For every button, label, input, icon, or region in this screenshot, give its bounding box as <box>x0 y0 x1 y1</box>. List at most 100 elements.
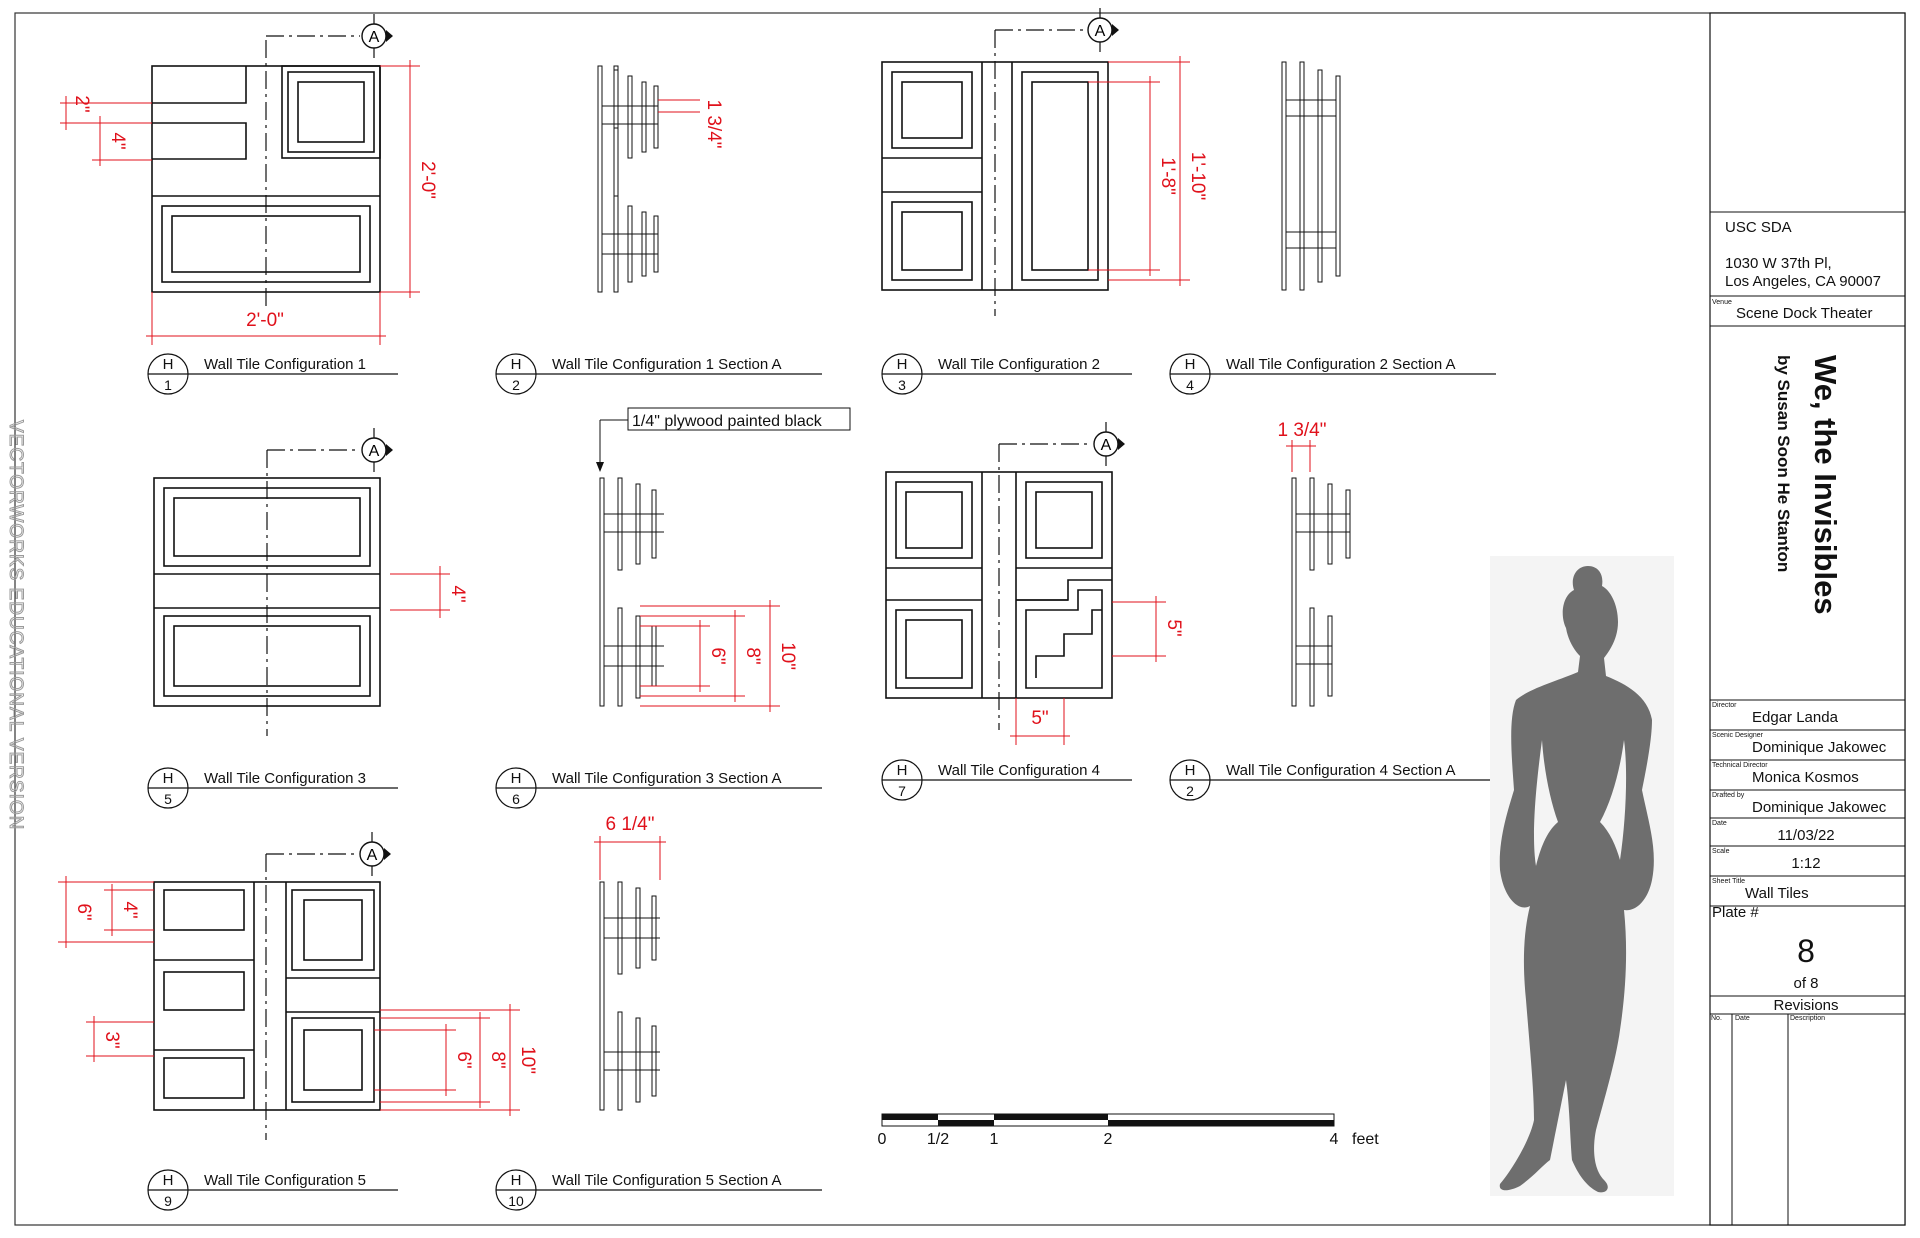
rev-desc-label: Description <box>1790 1015 1825 1022</box>
scale-unit: feet <box>1352 1131 1379 1148</box>
view-letter: H <box>163 770 174 787</box>
view-letter: H <box>511 770 522 787</box>
director: Edgar Landa <box>1752 709 1839 726</box>
plate-number: 8 <box>1797 933 1815 969</box>
scale-label: Scale <box>1712 848 1730 855</box>
view-title: Wall Tile Configuration 5 Section A <box>552 1172 782 1189</box>
view-number: 6 <box>512 791 520 807</box>
view-label-1: H 1 Wall Tile Configuration 1 <box>147 353 398 395</box>
scale-tick-1: 1 <box>990 1131 999 1148</box>
view-label-10: H 10 Wall Tile Configuration 5 Section A <box>495 1169 822 1211</box>
dim-4in: 4" <box>107 132 128 149</box>
date: 11/03/22 <box>1777 827 1834 844</box>
dim-8in: 8" <box>742 647 763 664</box>
view-label-9: H 9 Wall Tile Configuration 5 <box>147 1169 398 1211</box>
view-letter: H <box>1185 356 1196 373</box>
view-title: Wall Tile Configuration 1 Section A <box>552 356 782 373</box>
view-title: Wall Tile Configuration 2 <box>938 356 1100 373</box>
view-title: Wall Tile Configuration 4 Section A <box>1226 762 1456 779</box>
dim-4in-left: 4" <box>119 901 140 918</box>
view-letter: H <box>511 1172 522 1189</box>
show-title: We, the Invisibles <box>1808 355 1843 615</box>
address-line-2: Los Angeles, CA 90007 <box>1725 273 1881 290</box>
wall-tile-configuration-4-section-a: 1 3/4" <box>1277 420 1351 707</box>
view-title: Wall Tile Configuration 2 Section A <box>1226 356 1456 373</box>
school-name: USC SDA <box>1725 219 1792 236</box>
plate-label: Plate # <box>1712 904 1759 921</box>
view-label-7: H 7 Wall Tile Configuration 4 <box>881 759 1132 801</box>
view-title: Wall Tile Configuration 5 <box>204 1172 366 1189</box>
svg-text:A: A <box>369 29 380 46</box>
title-block: USC SDA 1030 W 37th Pl, Los Angeles, CA … <box>1709 12 1906 1226</box>
dim-6in-right: 6" <box>453 1051 474 1068</box>
scale: 1:12 <box>1791 855 1820 872</box>
view-number: 9 <box>164 1193 172 1209</box>
view-number: 2 <box>512 377 520 393</box>
view-letter: H <box>897 762 908 779</box>
view-letter: H <box>163 1172 174 1189</box>
dim-10in: 10" <box>777 642 798 670</box>
view-title: Wall Tile Configuration 1 <box>204 356 366 373</box>
wall-tile-configuration-2: A 1'-8" 1'-10" <box>881 7 1208 316</box>
wall-tile-configuration-3: A 4" <box>153 427 468 736</box>
plate-of: of 8 <box>1793 975 1818 992</box>
view-number: 5 <box>164 791 172 807</box>
view-label-8: H 2 Wall Tile Configuration 4 Section A <box>1169 759 1496 801</box>
wall-tile-configuration-3-section-a: 1/4" plywood painted black 6" 8" 10" <box>596 407 851 712</box>
dim-8in-right: 8" <box>487 1051 508 1068</box>
playwright: by Susan Soon He Stanton <box>1774 355 1793 572</box>
section-marker: A <box>361 427 394 473</box>
dim-inner: 1'-8" <box>1157 157 1178 195</box>
dim-depth: 1 3/4" <box>1277 420 1326 441</box>
dim-3in-left: 3" <box>101 1031 122 1048</box>
scale-tick-2: 2 <box>1104 1131 1113 1148</box>
revisions-heading: Revisions <box>1773 997 1838 1014</box>
dim-4in: 4" <box>447 585 468 602</box>
view-number: 7 <box>898 783 906 799</box>
view-letter: H <box>1185 762 1196 779</box>
drafted-label: Drafted by <box>1712 792 1745 799</box>
view-label-6: H 6 Wall Tile Configuration 3 Section A <box>495 767 822 809</box>
rev-no-label: No. <box>1711 1015 1722 1022</box>
view-label-5: H 5 Wall Tile Configuration 3 <box>147 767 398 809</box>
view-title: Wall Tile Configuration 3 <box>204 770 366 787</box>
venue-label: Venue <box>1712 299 1732 306</box>
designer-label: Scenic Designer <box>1712 732 1764 739</box>
section-marker: A <box>359 831 392 877</box>
section-marker: A <box>1087 7 1120 53</box>
svg-text:A: A <box>369 443 380 460</box>
svg-text:A: A <box>367 847 378 864</box>
dim-2in: 2" <box>71 95 92 112</box>
plywood-callout: 1/4" plywood painted black <box>632 413 823 430</box>
dimension-lines <box>60 60 420 345</box>
view-number: 3 <box>898 377 906 393</box>
view-number: 10 <box>508 1193 524 1209</box>
scenic-designer: Dominique Jakowec <box>1752 739 1887 756</box>
dim-5in-horizontal: 5" <box>1031 708 1048 729</box>
venue: Scene Dock Theater <box>1736 305 1872 322</box>
dim-5in-vertical: 5" <box>1163 619 1184 636</box>
svg-text:A: A <box>1101 437 1112 454</box>
view-number: 1 <box>164 377 172 393</box>
dim-width: 2'-0" <box>246 310 284 331</box>
view-number: 2 <box>1186 783 1194 799</box>
scale-tick-half: 1/2 <box>927 1131 949 1148</box>
wall-tile-configuration-4: A 5" 5" <box>885 421 1184 745</box>
dim-height: 2'-0" <box>417 161 438 199</box>
view-title: Wall Tile Configuration 3 Section A <box>552 770 782 787</box>
view-title: Wall Tile Configuration 4 <box>938 762 1100 779</box>
wall-tile-configuration-2-section-a <box>1281 61 1341 291</box>
sheet-title-label: Sheet Title <box>1712 878 1745 885</box>
scale-bar: 0 1/2 1 2 4 feet <box>878 1113 1379 1148</box>
svg-text:A: A <box>1095 23 1106 40</box>
section-marker: A <box>1093 421 1126 467</box>
wall-tile-configuration-1-section-a: 1 3/4" <box>597 65 724 293</box>
dim-outer: 1'-10" <box>1187 152 1208 200</box>
dim-6in-left: 6" <box>73 903 94 920</box>
view-letter: H <box>163 356 174 373</box>
